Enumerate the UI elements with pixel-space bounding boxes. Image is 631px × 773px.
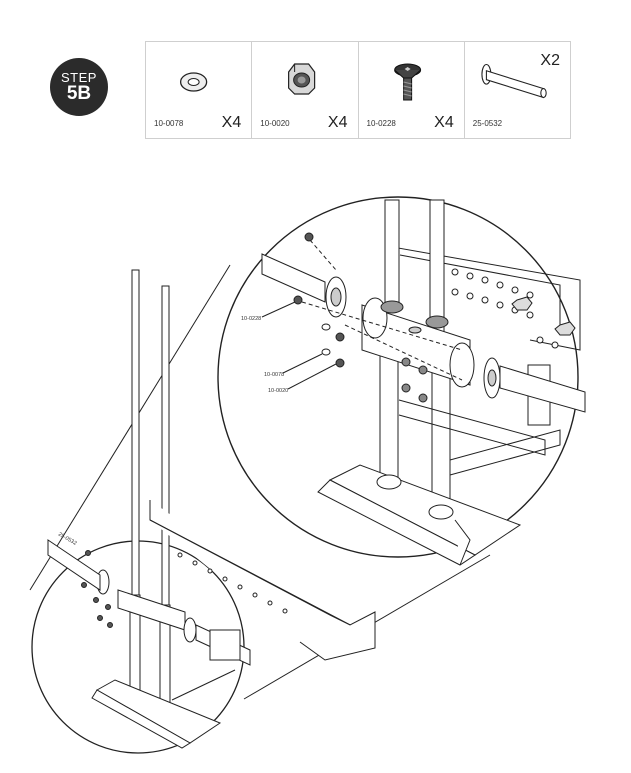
callout-pin: 25-0532 [57, 532, 77, 547]
washer-icon [179, 72, 208, 92]
part-cell-nut: 10-0020 X4 [252, 42, 359, 138]
step-word: STEP [61, 70, 97, 85]
detail-view [261, 199, 586, 566]
bolt-icon [393, 63, 421, 101]
detail-circle [217, 196, 579, 558]
pin-icon [481, 63, 547, 99]
callout-bolt: 10-0228 [241, 316, 261, 322]
part-cell-washer: 10-0078 X4 [146, 42, 253, 138]
callout-nut: 10-0020 [268, 388, 288, 394]
step-number: 5B [66, 83, 92, 104]
part-id: 10-0078 [154, 119, 184, 128]
part-qty: X4 [434, 114, 454, 131]
part-qty: X4 [327, 114, 348, 131]
part-cell-pin: 25-0532 X2 [465, 42, 570, 138]
part-qty: X4 [221, 114, 242, 131]
part-qty: X2 [540, 52, 560, 69]
part-id: 10-0228 [366, 119, 396, 128]
detail-callouts: 10-0228 10-0078 10-0020 25-0532 [57, 316, 288, 547]
part-id: 25-0532 [472, 119, 503, 128]
callout-washer: 10-0078 [264, 372, 284, 378]
part-id: 10-0020 [260, 119, 290, 128]
nut-icon [288, 63, 316, 95]
parts-table: 10-0078 X4 10-0020 X4 10-0228 X4 25-0532 [145, 41, 571, 139]
part-cell-bolt: 10-0228 X4 [359, 42, 465, 138]
step-badge: STEP 5B [50, 58, 108, 116]
context-view [47, 269, 376, 749]
